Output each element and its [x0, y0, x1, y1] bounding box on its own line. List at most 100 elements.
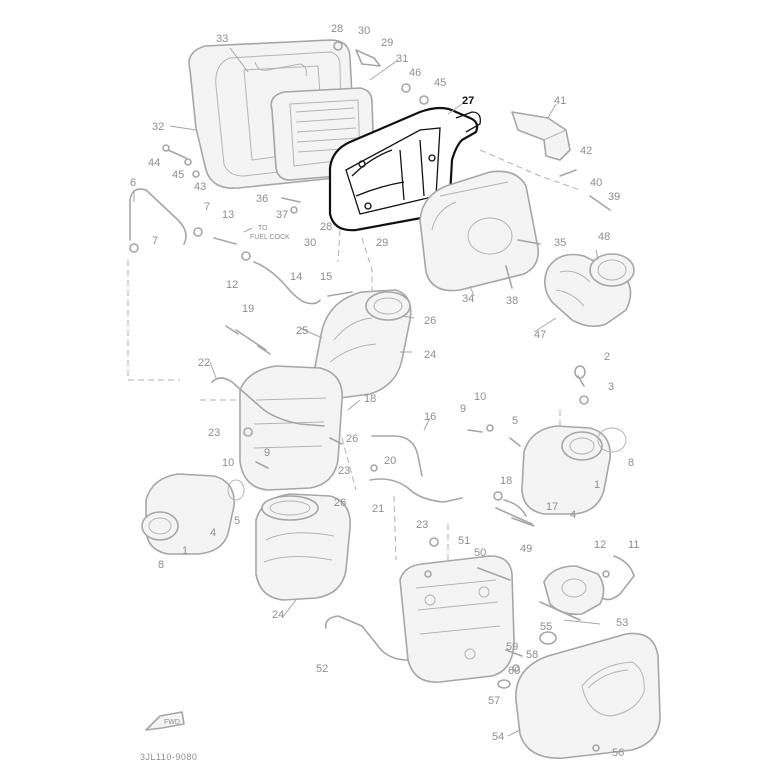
- callout-45-top: 45: [434, 77, 446, 89]
- callout-52: 52: [316, 663, 328, 675]
- callout-14: 14: [290, 271, 302, 283]
- callout-57: 57: [488, 695, 500, 707]
- callout-26-mid: 26: [346, 433, 358, 445]
- callout-6: 6: [130, 177, 136, 189]
- callout-31: 31: [396, 53, 408, 65]
- callout-17: 17: [546, 501, 558, 513]
- callout-12-lower: 12: [594, 539, 606, 551]
- callout-7-upper: 7: [204, 201, 210, 213]
- callout-49: 49: [520, 543, 532, 555]
- callout-8-left: 8: [158, 559, 164, 571]
- callout-53: 53: [616, 617, 628, 629]
- callout-5-right: 5: [512, 415, 518, 427]
- callout-48: 48: [598, 231, 610, 243]
- callout-9-mid: 9: [460, 403, 466, 415]
- callout-41: 41: [554, 95, 566, 107]
- callout-13: 13: [222, 209, 234, 221]
- callout-35: 35: [554, 237, 566, 249]
- callout-24-lower: 24: [272, 609, 284, 621]
- callout-60: 60: [508, 665, 520, 677]
- fuel-cock-note: TO FUEL COCK: [243, 225, 290, 241]
- callout-51: 51: [458, 535, 470, 547]
- callout-46: 46: [409, 67, 421, 79]
- callout-39: 39: [608, 191, 620, 203]
- callout-55: 55: [540, 621, 552, 633]
- callout-56: 56: [612, 747, 624, 759]
- hardware: [129, 41, 611, 752]
- callout-50: 50: [474, 547, 486, 559]
- callout-28-top: 28: [331, 23, 343, 35]
- callout-23-lower: 23: [416, 519, 428, 531]
- callout-43: 43: [194, 181, 206, 193]
- intake-manifold-left: [239, 365, 343, 491]
- callout-44: 44: [148, 157, 160, 169]
- callout-4-left: 4: [210, 527, 216, 539]
- callout-33: 33: [216, 33, 228, 45]
- callout-58: 58: [526, 649, 538, 661]
- callout-8-right: 8: [628, 457, 634, 469]
- leader-lines: [133, 47, 601, 737]
- callout-11: 11: [628, 539, 639, 551]
- callout-30-top: 30: [358, 25, 370, 37]
- bracket-41: [511, 111, 571, 161]
- assembly-guide-lines: [127, 149, 581, 561]
- callout-4-right: 4: [570, 509, 576, 521]
- callout-10-mid: 10: [474, 391, 486, 403]
- callout-40: 40: [590, 177, 602, 189]
- callout-28-mid: 28: [320, 221, 332, 233]
- callout-15: 15: [320, 271, 332, 283]
- callout-27-highlighted: 27: [462, 95, 474, 107]
- callout-22: 22: [198, 357, 210, 369]
- callout-37: 37: [276, 209, 288, 221]
- callout-7-lower: 7: [152, 235, 158, 247]
- callout-47: 47: [534, 329, 546, 341]
- callout-54: 54: [492, 731, 504, 743]
- callout-19: 19: [242, 303, 254, 315]
- callout-29-mid: 29: [376, 237, 388, 249]
- callout-36: 36: [256, 193, 268, 205]
- callout-12-upper: 12: [226, 279, 238, 291]
- carburetor-joint-lower: [255, 493, 351, 601]
- callout-9-left: 9: [264, 447, 270, 459]
- callout-25: 25: [296, 325, 308, 337]
- callout-26-upper: 26: [424, 315, 436, 327]
- front-arrow-label: FWD: [164, 719, 180, 726]
- callout-34: 34: [462, 293, 474, 305]
- callout-24-upper: 24: [424, 349, 436, 361]
- diagram-code: 3JL110-9080: [140, 752, 197, 762]
- callout-26-lower: 26: [334, 497, 346, 509]
- callout-3: 3: [608, 381, 614, 393]
- callout-16: 16: [424, 411, 436, 423]
- callout-20: 20: [384, 455, 396, 467]
- hose-and-pipes: [129, 188, 635, 661]
- callout-45-left: 45: [172, 169, 184, 181]
- air-duct-cover: [419, 170, 540, 292]
- callout-30-mid: 30: [304, 237, 316, 249]
- callout-59: 59: [506, 641, 518, 653]
- joint-left: [141, 473, 245, 555]
- carburetor-joint-upper: [313, 289, 412, 399]
- callout-38: 38: [506, 295, 518, 307]
- callout-32: 32: [152, 121, 164, 133]
- callout-42: 42: [580, 145, 592, 157]
- callout-23-mid: 23: [338, 465, 350, 477]
- callout-29-top: 29: [381, 37, 393, 49]
- callout-labels: 33 28 30 29 31 46 45 27 41 32 44 45 43 4…: [130, 23, 639, 759]
- callout-1-right: 1: [594, 479, 600, 491]
- callout-10-left: 10: [222, 457, 234, 469]
- side-cover-54: [515, 632, 661, 759]
- fuel-cock-note-line1: TO: [258, 225, 268, 232]
- front-direction-arrow: FWD: [145, 711, 185, 731]
- callout-2: 2: [604, 351, 610, 363]
- callout-5-left: 5: [234, 515, 240, 527]
- callout-18-upper: 18: [364, 393, 376, 405]
- joint-right: [521, 425, 627, 515]
- callout-21: 21: [372, 503, 384, 515]
- callout-23-upper: 23: [208, 427, 220, 439]
- fuel-cock-note-line2: FUEL COCK: [250, 234, 290, 241]
- callout-18-lower: 18: [500, 475, 512, 487]
- bracket-assembly: [399, 555, 515, 683]
- callout-1-left: 1: [182, 545, 188, 557]
- hose-clamp-48: [589, 253, 635, 287]
